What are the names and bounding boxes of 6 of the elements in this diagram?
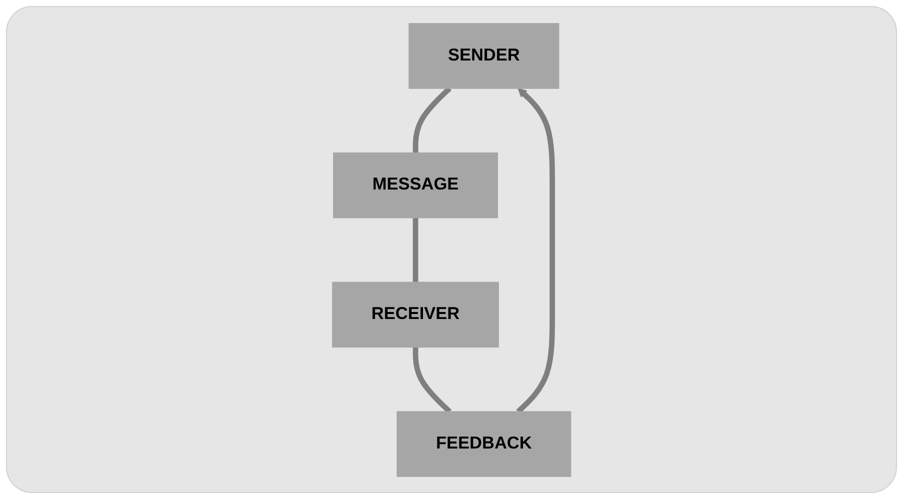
node-box — [332, 281, 499, 348]
connector — [412, 217, 418, 282]
node-box — [408, 22, 560, 88]
node-box — [332, 152, 498, 218]
panel-background: SENDER MESSAGE RECEIVER FEEDBACK — [6, 6, 897, 493]
node-box — [396, 410, 572, 476]
